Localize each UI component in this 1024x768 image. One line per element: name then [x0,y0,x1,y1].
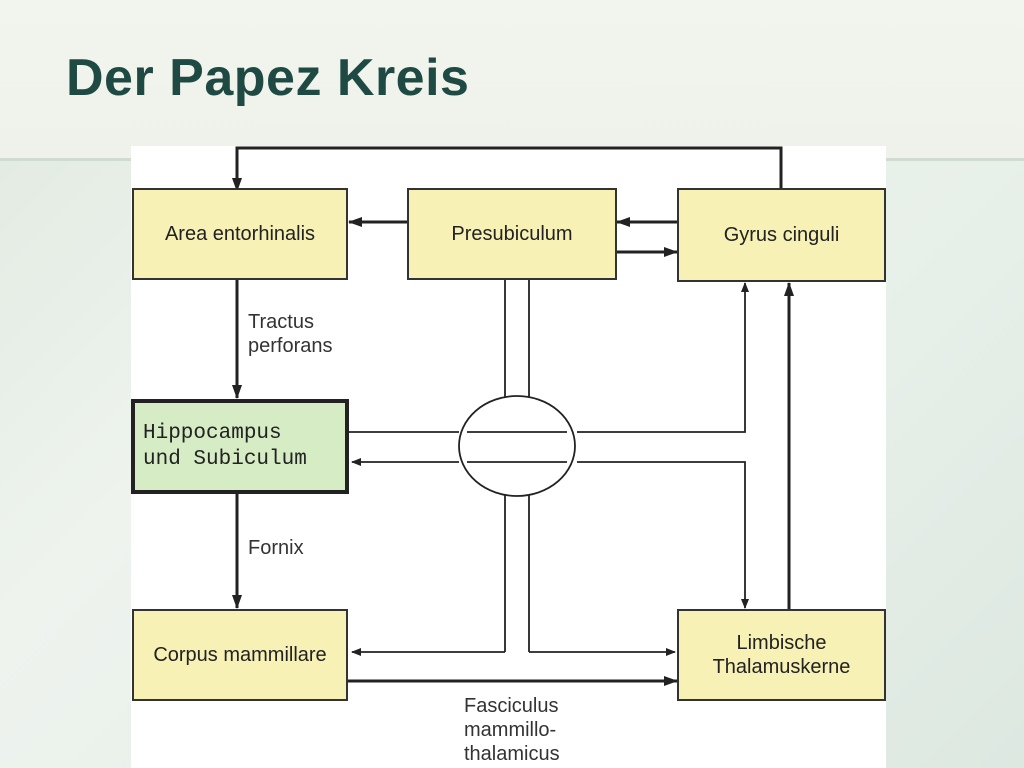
node-limbische-thalamuskerne: Limbische Thalamuskerne [677,609,886,701]
node-limbische-label: Limbische Thalamuskerne [712,632,851,678]
node-presubiculum: Presubiculum [407,188,617,280]
arrow-cinguli-to-entorhinalis [232,146,783,192]
label-tractus-perforans: Tractus perforans [248,311,333,357]
node-gyrus-cinguli: Gyrus cinguli [677,188,886,282]
fibre-bundles [348,280,749,656]
slide-title: Der Papez Kreis [66,49,470,107]
node-corpus-mammillare-label: Corpus mammillare [153,644,327,666]
node-presubiculum-label: Presubiculum [451,223,573,245]
node-area-entorhinalis: Area entorhinalis [132,188,348,280]
connector-lines [232,146,794,686]
node-hippocampus-subiculum: Hippocampus und Subiculum [131,399,349,494]
node-gyrus-cinguli-label: Gyrus cinguli [723,224,840,246]
node-corpus-mammillare: Corpus mammillare [132,609,348,701]
label-fasciculus: Fasciculus mammillo- thalamicus [464,695,560,765]
papez-circuit-diagram: Area entorhinalis Presubiculum Gyrus cin… [131,146,886,768]
label-fornix: Fornix [248,537,304,559]
node-hippocampus-label: Hippocampus und Subiculum [143,421,307,471]
crossing-ellipse [458,395,576,497]
node-area-entorhinalis-label: Area entorhinalis [164,223,316,245]
